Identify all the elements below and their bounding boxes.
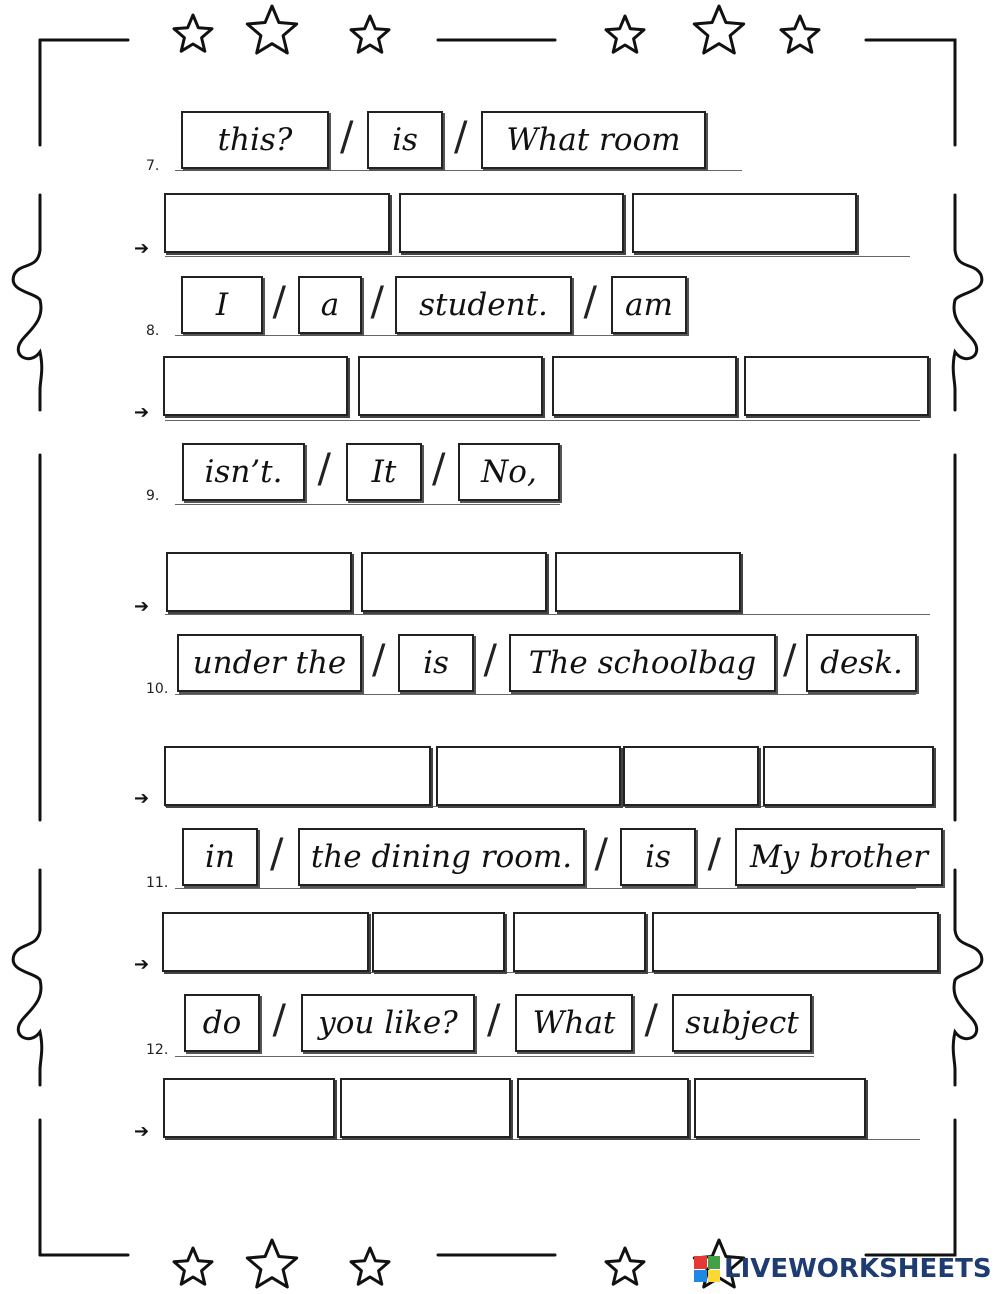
separator-slash: / bbox=[487, 997, 501, 1043]
liveworksheets-watermark: LIVEWORKSHEETS bbox=[694, 1254, 992, 1284]
answer-underline bbox=[165, 256, 910, 257]
separator-slash: / bbox=[370, 279, 384, 325]
answer-drop-slot[interactable] bbox=[162, 912, 369, 972]
question-underline bbox=[175, 335, 688, 336]
exercise-number: 9. bbox=[146, 488, 160, 504]
separator-slash: / bbox=[270, 831, 284, 877]
question-underline bbox=[175, 694, 916, 695]
star-icon bbox=[692, 4, 746, 55]
star-icon bbox=[779, 14, 821, 54]
answer-arrow-icon: ➔ bbox=[134, 954, 150, 975]
answer-drop-slot[interactable] bbox=[399, 193, 624, 253]
answer-drop-slot[interactable] bbox=[163, 356, 348, 416]
separator-slash: / bbox=[483, 637, 497, 683]
answer-arrow-icon: ➔ bbox=[134, 402, 150, 423]
word-tile[interactable]: a bbox=[298, 276, 362, 334]
separator-slash: / bbox=[372, 637, 386, 683]
word-tile[interactable]: is bbox=[620, 828, 696, 886]
answer-underline bbox=[165, 420, 920, 421]
star-icon bbox=[349, 14, 391, 54]
separator-slash: / bbox=[594, 831, 608, 877]
watermark-text: LIVEWORKSHEETS bbox=[724, 1254, 992, 1284]
answer-drop-slot[interactable] bbox=[513, 912, 646, 972]
separator-slash: / bbox=[432, 446, 446, 492]
answer-arrow-icon: ➔ bbox=[134, 238, 150, 259]
word-tile[interactable]: do bbox=[184, 994, 260, 1052]
word-tile[interactable]: My brother bbox=[735, 828, 943, 886]
word-tile[interactable]: subject bbox=[672, 994, 812, 1052]
star-icon bbox=[172, 1246, 214, 1286]
word-tile[interactable]: The schoolbag bbox=[509, 634, 776, 692]
word-tile[interactable]: What room bbox=[481, 111, 706, 169]
word-tile[interactable]: you like? bbox=[301, 994, 475, 1052]
answer-underline bbox=[165, 614, 930, 615]
word-tile[interactable]: What bbox=[515, 994, 633, 1052]
liveworksheets-logo-icon bbox=[694, 1256, 720, 1282]
word-tile[interactable]: this? bbox=[181, 111, 329, 169]
separator-slash: / bbox=[583, 279, 597, 325]
separator-slash: / bbox=[272, 279, 286, 325]
word-tile[interactable]: I bbox=[181, 276, 263, 334]
word-tile[interactable]: the dining room. bbox=[298, 828, 585, 886]
word-tile[interactable]: am bbox=[611, 276, 687, 334]
star-icon bbox=[604, 1246, 646, 1286]
answer-drop-slot[interactable] bbox=[632, 193, 857, 253]
star-icon bbox=[245, 1238, 299, 1289]
answer-drop-slot[interactable] bbox=[166, 552, 352, 612]
exercise-number: 12. bbox=[146, 1042, 169, 1058]
answer-drop-slot[interactable] bbox=[744, 356, 929, 416]
word-tile[interactable]: desk. bbox=[806, 634, 917, 692]
answer-drop-slot[interactable] bbox=[164, 746, 431, 806]
answer-arrow-icon: ➔ bbox=[134, 1121, 150, 1142]
word-tile[interactable]: under the bbox=[177, 634, 362, 692]
answer-drop-slot[interactable] bbox=[694, 1078, 866, 1138]
question-underline bbox=[175, 504, 560, 505]
word-tile[interactable]: is bbox=[398, 634, 474, 692]
answer-arrow-icon: ➔ bbox=[134, 596, 150, 617]
answer-drop-slot[interactable] bbox=[623, 746, 759, 806]
star-icon bbox=[172, 13, 214, 53]
star-icon bbox=[349, 1246, 391, 1286]
question-underline bbox=[175, 888, 916, 889]
answer-drop-slot[interactable] bbox=[517, 1078, 689, 1138]
answer-drop-slot[interactable] bbox=[361, 552, 547, 612]
answer-drop-slot[interactable] bbox=[358, 356, 543, 416]
word-tile[interactable]: It bbox=[346, 443, 422, 501]
separator-slash: / bbox=[317, 446, 331, 492]
separator-slash: / bbox=[707, 831, 721, 877]
word-tile[interactable]: No, bbox=[458, 443, 560, 501]
star-icon bbox=[245, 4, 299, 55]
answer-underline bbox=[165, 972, 938, 973]
separator-slash: / bbox=[340, 114, 354, 160]
exercise-number: 10. bbox=[146, 681, 169, 697]
star-icon bbox=[604, 14, 646, 54]
answer-drop-slot[interactable] bbox=[552, 356, 737, 416]
exercise-number: 11. bbox=[146, 875, 169, 891]
question-underline bbox=[175, 1056, 814, 1057]
answer-drop-slot[interactable] bbox=[163, 1078, 335, 1138]
answer-underline bbox=[165, 806, 935, 807]
answer-underline bbox=[165, 1139, 920, 1140]
question-underline bbox=[175, 170, 742, 171]
answer-drop-slot[interactable] bbox=[164, 193, 390, 253]
answer-drop-slot[interactable] bbox=[763, 746, 934, 806]
separator-slash: / bbox=[783, 637, 797, 683]
separator-slash: / bbox=[454, 114, 468, 160]
answer-drop-slot[interactable] bbox=[436, 746, 621, 806]
separator-slash: / bbox=[272, 997, 286, 1043]
exercise-number: 7. bbox=[146, 158, 160, 174]
answer-drop-slot[interactable] bbox=[372, 912, 505, 972]
word-tile[interactable]: student. bbox=[395, 276, 572, 334]
exercise-number: 8. bbox=[146, 323, 160, 339]
answer-drop-slot[interactable] bbox=[555, 552, 741, 612]
answer-drop-slot[interactable] bbox=[652, 912, 939, 972]
word-tile[interactable]: is bbox=[367, 111, 443, 169]
word-tile[interactable]: in bbox=[182, 828, 258, 886]
word-tile[interactable]: isn’t. bbox=[182, 443, 305, 501]
separator-slash: / bbox=[644, 997, 658, 1043]
answer-drop-slot[interactable] bbox=[340, 1078, 511, 1138]
answer-arrow-icon: ➔ bbox=[134, 788, 150, 809]
